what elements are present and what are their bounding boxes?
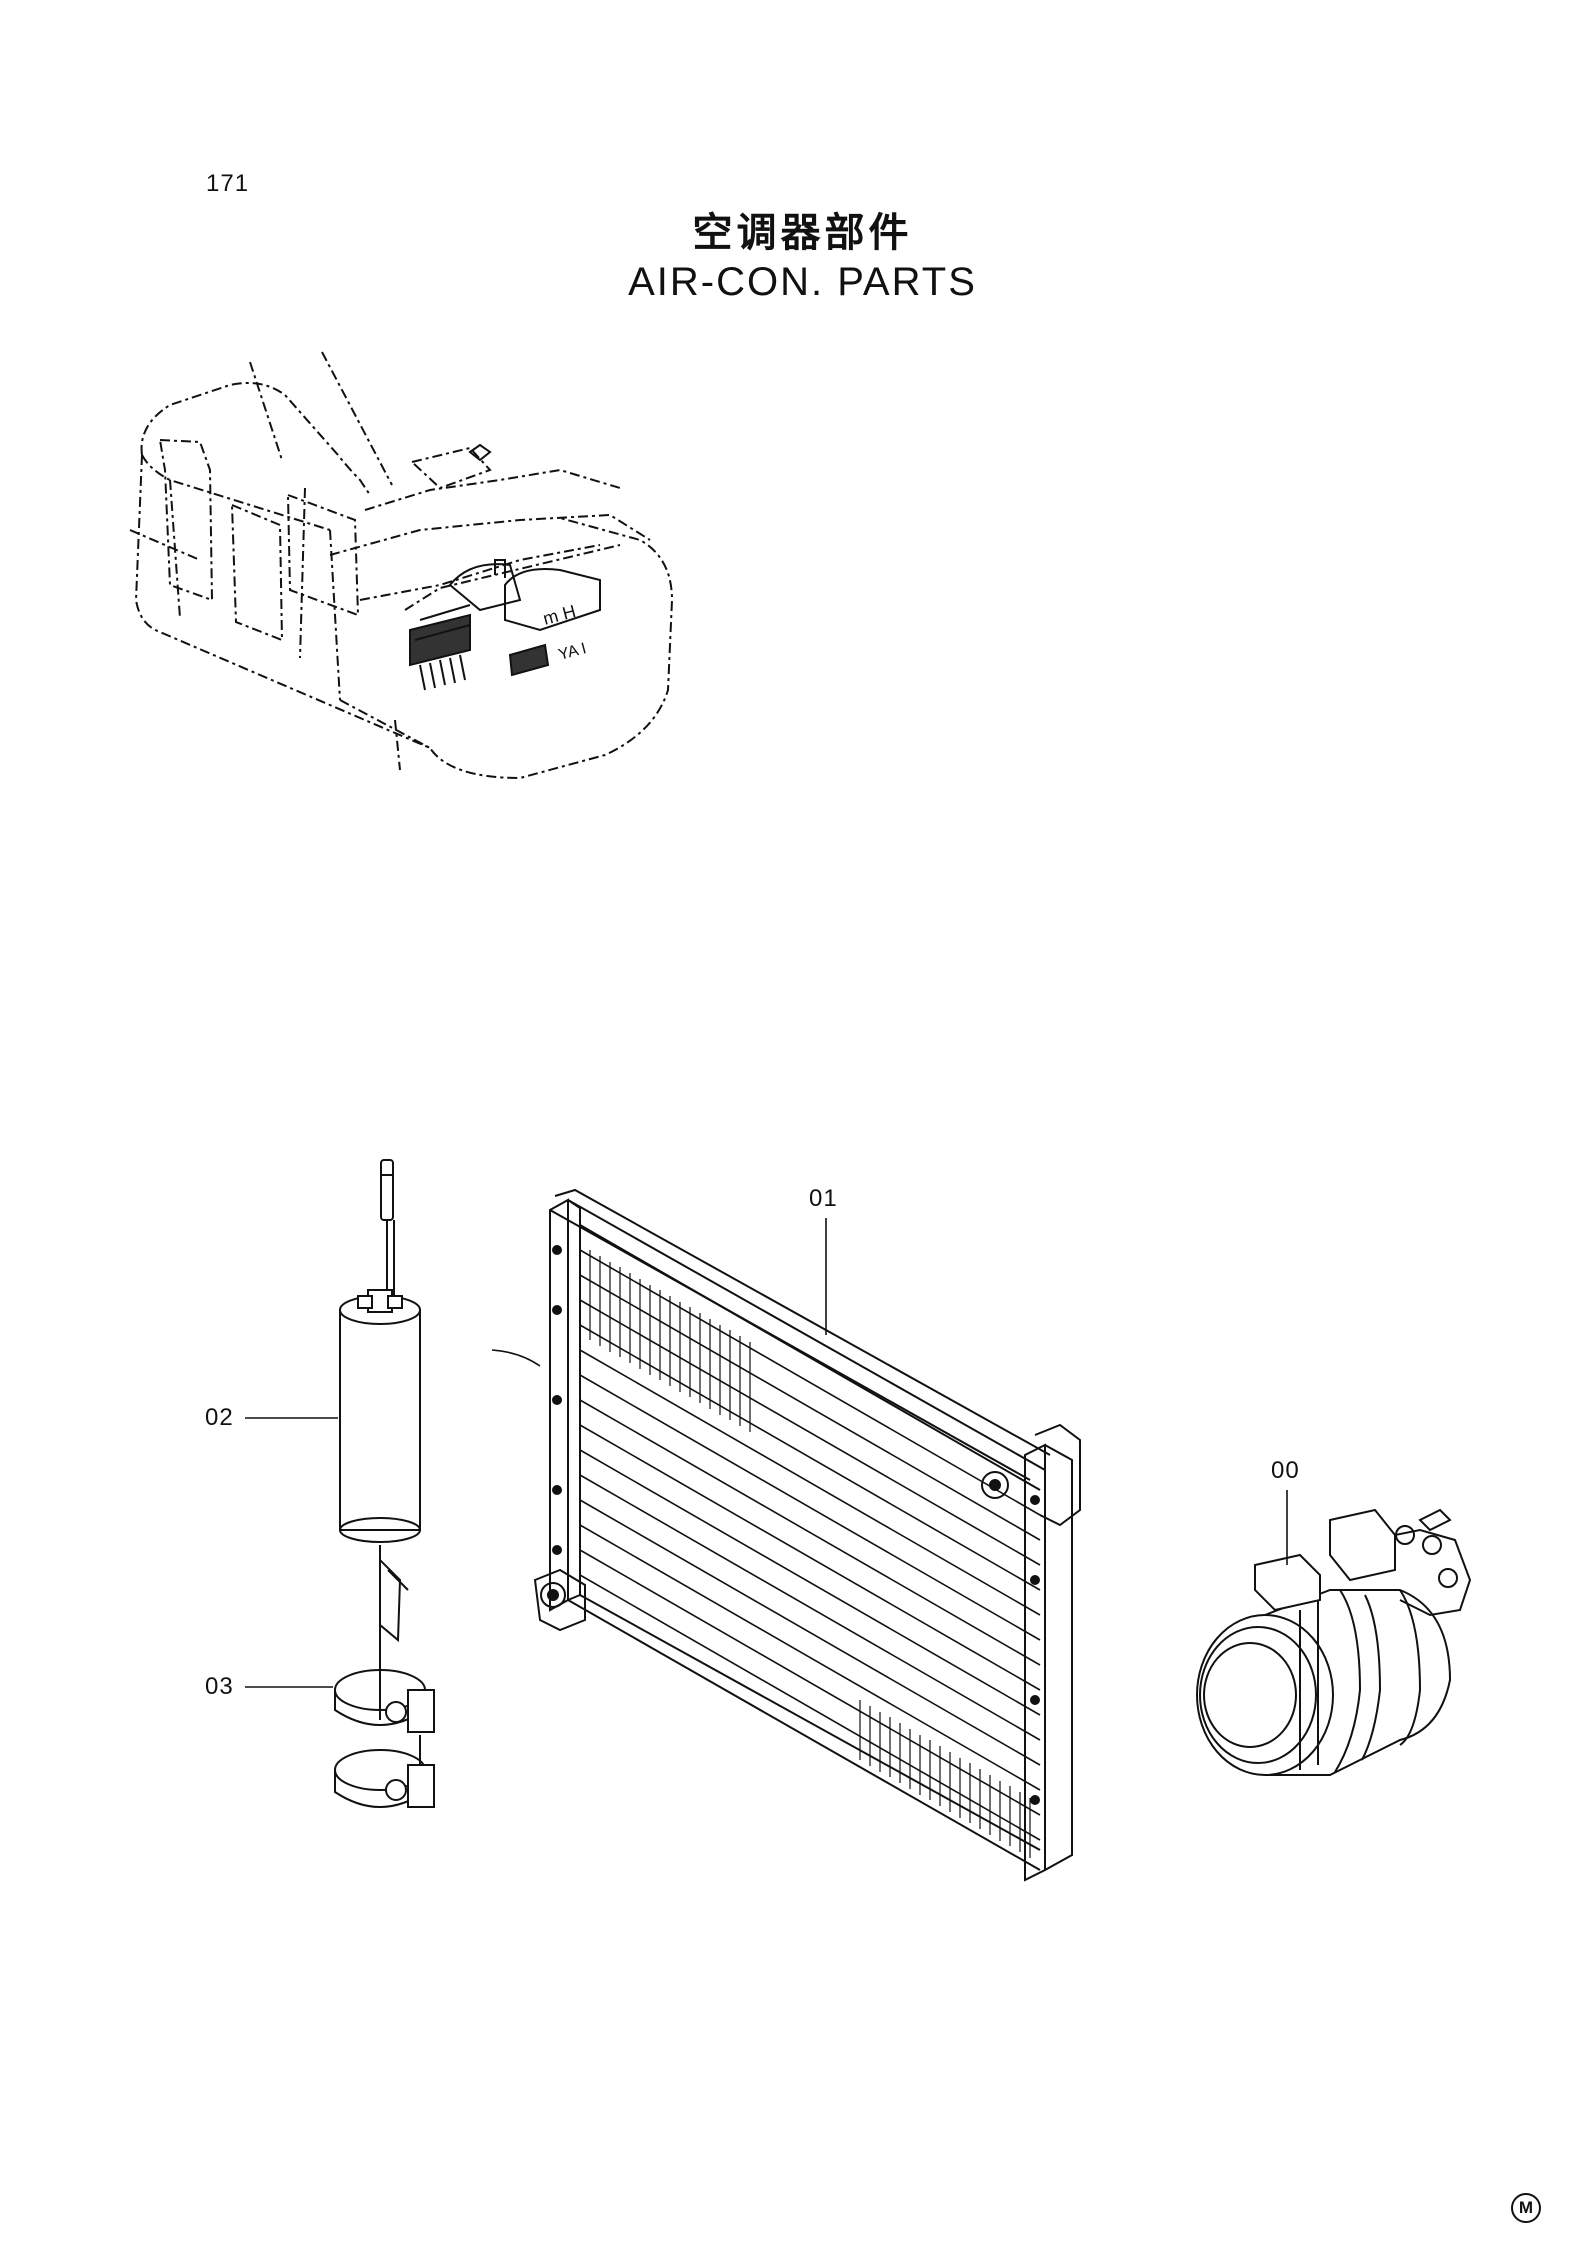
- page-title-chinese: 空调器部件: [692, 210, 913, 256]
- callout-receiver-drier: 02: [205, 1404, 234, 1431]
- excavator-aircon-location: m H YA I: [409, 443, 601, 691]
- leader-lines: [245, 1218, 1288, 1688]
- page-title-english: AIR-CON. PARTS: [628, 260, 977, 304]
- callout-condenser: 01: [809, 1185, 838, 1212]
- callout-clamp: 03: [205, 1673, 234, 1700]
- callout-compressor: 00: [1271, 1457, 1300, 1484]
- svg-text:m H: m H: [541, 601, 578, 629]
- receiver-drier: [339, 1159, 421, 1720]
- excavator-overview: [129, 351, 674, 780]
- page-number: 171: [206, 170, 250, 197]
- svg-text:YA I: YA I: [557, 640, 589, 664]
- corner-m-mark: M: [1511, 2193, 1541, 2223]
- clamp: [334, 1557, 435, 1808]
- condenser: [533, 1188, 1081, 1882]
- compressor: [1196, 1508, 1472, 1776]
